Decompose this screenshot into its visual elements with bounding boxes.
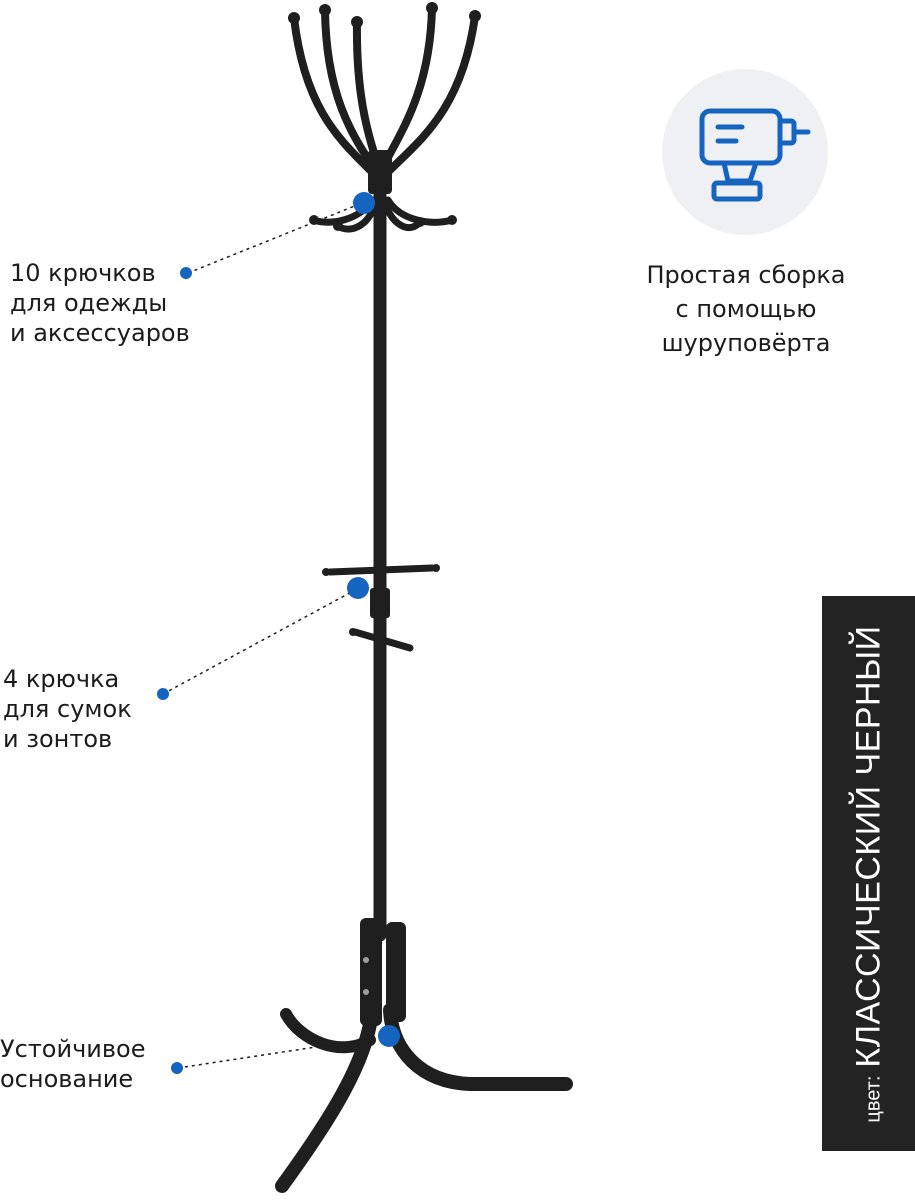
screwdriver-drill-icon <box>699 108 811 202</box>
color-label: цвет: КЛАССИЧЕСКИЙ ЧЕРНЫЙ <box>849 625 888 1122</box>
callout-line: Устойчивое <box>0 1035 146 1063</box>
assembly-line: Простая сборка <box>646 261 846 289</box>
color-prefix: цвет: <box>862 1075 884 1123</box>
callout-line: и зонтов <box>3 725 113 753</box>
callout-stable-base: Устойчивое основание <box>0 1034 145 1094</box>
callout-line: 10 крючков <box>10 259 156 287</box>
assembly-line: шуруповёрта <box>661 329 831 357</box>
drill-icon-badge <box>662 69 828 235</box>
callout-bag-hooks: 4 крючка для сумок и зонтов <box>3 664 132 754</box>
callout-line: для одежды <box>10 289 168 317</box>
callout-line: 4 крючка <box>3 665 120 693</box>
callout-line: и аксессуаров <box>10 319 190 347</box>
callout-line: основание <box>0 1065 134 1093</box>
callout-line: для сумок <box>3 695 132 723</box>
callout-clothes-hooks: 10 крючков для одежды и аксессуаров <box>10 258 190 348</box>
assembly-line: с помощью <box>675 295 817 323</box>
color-badge: цвет: КЛАССИЧЕСКИЙ ЧЕРНЫЙ <box>822 596 915 1151</box>
color-value: КЛАССИЧЕСКИЙ ЧЕРНЫЙ <box>849 624 887 1068</box>
assembly-note: Простая сборка с помощью шуруповёрта <box>612 258 880 360</box>
